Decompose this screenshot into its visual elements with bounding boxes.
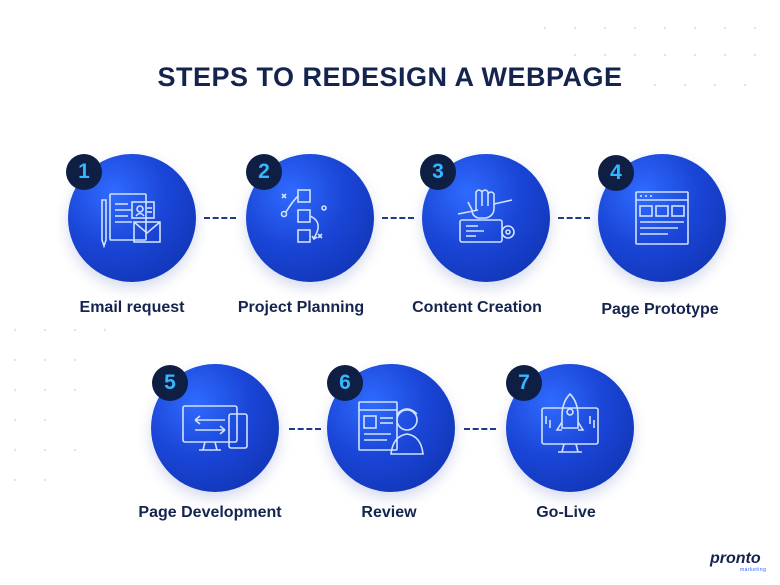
step-2: 2 Project Planning (201, 154, 401, 354)
pronto-logo-subtitle: marketing (740, 567, 767, 573)
content-creation-icon (457, 189, 515, 243)
go-live-rocket-icon (541, 392, 599, 453)
step-number-badge: 7 (506, 365, 542, 401)
step-number-badge: 3 (420, 154, 456, 190)
connector-3-4 (558, 217, 590, 219)
page-development-icon (182, 405, 248, 451)
step-label: Page Prototype (601, 301, 719, 318)
step-3: 3 Content Creation (377, 154, 577, 354)
connector-2-3 (382, 217, 414, 219)
step-number-badge: 2 (246, 154, 282, 190)
page-title: STEPS TO REDESIGN A WEBPAGE (157, 62, 623, 92)
step-number-badge: 1 (66, 154, 102, 190)
step-7: 7 Go-Live (463, 364, 663, 564)
step-4: 4 Page Prototype (560, 154, 760, 354)
step-6: 6 Review (289, 364, 489, 564)
step-number-badge: 6 (327, 365, 363, 401)
review-icon (358, 401, 424, 455)
connector-1-2 (204, 217, 236, 219)
step-number-badge: 4 (598, 155, 634, 191)
step-number-badge: 5 (152, 365, 188, 401)
step-label: Go-Live (536, 504, 596, 521)
step-label: Page Development (138, 504, 282, 521)
step-label: Project Planning (237, 299, 365, 316)
connector-5-6 (289, 428, 321, 430)
step-label: Email request (79, 299, 185, 316)
step-label: Content Creation (412, 299, 542, 316)
connector-6-7 (464, 428, 496, 430)
pronto-logo: pronto (710, 550, 761, 567)
step-label: Review (361, 504, 417, 521)
project-planning-icon (280, 189, 327, 243)
email-request-icon (101, 193, 161, 249)
page-prototype-icon (635, 191, 689, 245)
step-1: 1 Email request (31, 154, 231, 354)
step-5: 5 Page Development (110, 364, 310, 564)
